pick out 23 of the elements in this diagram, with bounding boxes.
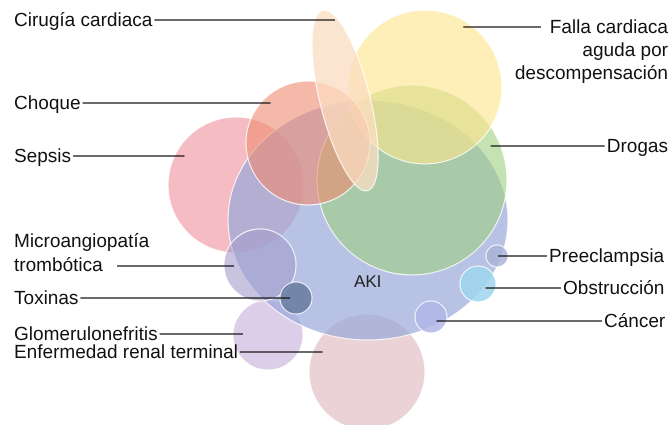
category-label: Choque	[14, 92, 81, 114]
category-label: Microangiopatía trombótica	[14, 230, 174, 278]
leader-line	[82, 102, 271, 104]
leader-line	[240, 351, 323, 353]
leader-line	[490, 145, 605, 147]
leader-line	[117, 265, 234, 267]
leader-line	[498, 255, 547, 257]
leader-line	[463, 26, 541, 28]
category-label: Cáncer	[604, 310, 666, 332]
leader-line	[80, 297, 290, 299]
category-label: Preeclampsia	[549, 244, 664, 268]
category-label: Obstrucción	[563, 276, 664, 300]
category-label: Sepsis	[14, 144, 72, 168]
category-label: Drogas	[606, 134, 668, 158]
set-label: AKI	[354, 272, 382, 292]
category-label: Cirugía cardiaca	[14, 8, 152, 32]
leader-line	[160, 333, 244, 335]
leader-line	[154, 19, 335, 21]
category-label: Falla cardiaca aguda por descompensación	[508, 16, 668, 84]
leader-line	[73, 155, 184, 157]
leader-line	[486, 287, 561, 289]
leader-line	[436, 320, 602, 322]
category-label: Toxinas	[14, 286, 78, 310]
